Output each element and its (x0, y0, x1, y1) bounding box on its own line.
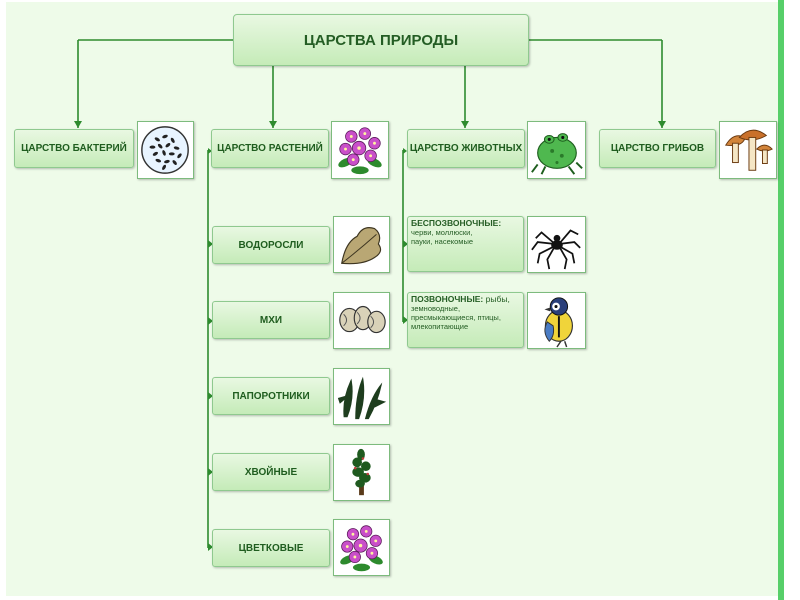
bird-icon (527, 292, 586, 349)
spider-icon (527, 216, 586, 273)
mushroom-icon (719, 121, 777, 179)
vertebrates-line-1: земноводные, пресмыкающиеся, птицы, (411, 304, 501, 322)
vertebrates-header: ПОЗВОНОЧНЫЕ: (411, 294, 484, 304)
kingdom-plants-label: ЦАРСТВО РАСТЕНИЙ (217, 143, 323, 154)
vertebrates-header-line: ПОЗВОНОЧНЫЕ: рыбы, (411, 295, 510, 304)
fern-icon (333, 368, 390, 425)
plant-group-ferns-label: ПАПОРОТНИКИ (232, 390, 310, 402)
plant-group-conifers-box: ХВОЙНЫЕ (212, 453, 330, 491)
plant-group-moss-label: МХИ (259, 314, 283, 326)
flower-icon (333, 519, 390, 576)
moss-icon (333, 292, 390, 349)
conifer-icon (333, 444, 390, 501)
plant-group-moss-box: МХИ (212, 301, 330, 339)
animal-group-invertebrates-box: БЕСПОЗВОНОЧНЫЕ: черви, моллюски, пауки, … (407, 216, 524, 272)
bacteria-icon (137, 121, 194, 179)
animal-group-vertebrates-box: ПОЗВОНОЧНЫЕ: рыбы, земноводные, пресмыка… (407, 292, 524, 348)
kingdom-bacteria-label: ЦАРСТВО БАКТЕРИЙ (21, 143, 127, 154)
plant-group-algae-box: ВОДОРОСЛИ (212, 226, 330, 264)
root-title: ЦАРСТВА ПРИРОДЫ (303, 31, 459, 49)
invertebrates-line-2: пауки, насекомые (411, 237, 474, 246)
kingdom-animals-box: ЦАРСТВО ЖИВОТНЫХ (407, 129, 525, 168)
plant-group-flowering-box: ЦВЕТКОВЫЕ (212, 529, 330, 567)
kingdom-fungi-label: ЦАРСТВО ГРИБОВ (610, 143, 705, 154)
kingdom-animals-label: ЦАРСТВО ЖИВОТНЫХ (409, 143, 523, 154)
vertebrates-line-2: млекопитающие (411, 322, 469, 331)
vertebrates-header-tail: рыбы, (485, 294, 510, 304)
plant-group-ferns-box: ПАПОРОТНИКИ (212, 377, 330, 415)
kingdom-bacteria-box: ЦАРСТВО БАКТЕРИЙ (14, 129, 134, 168)
flower-icon (331, 121, 389, 179)
plant-group-flowering-label: ЦВЕТКОВЫЕ (238, 542, 304, 554)
root-title-box: ЦАРСТВА ПРИРОДЫ (233, 14, 529, 66)
frog-icon (527, 121, 586, 179)
plant-group-conifers-label: ХВОЙНЫЕ (244, 466, 298, 478)
invertebrates-line-1: черви, моллюски, (411, 228, 473, 237)
right-edge-stripe (778, 0, 784, 600)
kingdom-plants-box: ЦАРСТВО РАСТЕНИЙ (211, 129, 329, 168)
plant-group-algae-label: ВОДОРОСЛИ (238, 239, 304, 251)
algae-leaf-icon (333, 216, 390, 273)
background-panel (6, 2, 778, 596)
kingdom-fungi-box: ЦАРСТВО ГРИБОВ (599, 129, 716, 168)
invertebrates-header: БЕСПОЗВОНОЧНЫЕ: (411, 218, 502, 228)
